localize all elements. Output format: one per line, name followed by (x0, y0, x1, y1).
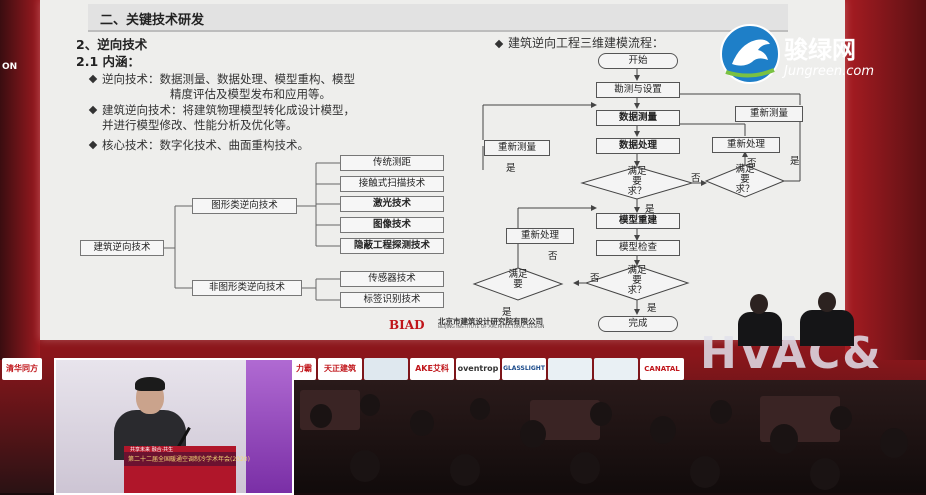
audience-head (450, 454, 480, 486)
subsection-heading: 2.1 内涵： (76, 54, 140, 69)
flow-process-node: 数据处理 (596, 138, 680, 154)
sponsor-logo: oventrop (456, 358, 500, 380)
audience-head (690, 456, 720, 488)
tree-leaf-node: 传感器技术 (340, 271, 444, 287)
bullet-text: 核心技术：数字化技术、曲面重构技术。 (102, 138, 309, 152)
tree-leaf-node: 传统测距 (340, 155, 444, 171)
bullet-text: 建筑逆向技术：将建筑物理模型转化成设计模型， (102, 103, 355, 117)
sponsor-logo: 力霸 (292, 358, 316, 380)
speaker-video-inset: 共享未来 融合·共生 第二十二届全国暖通空调制冷学术年会(2020) (54, 358, 294, 495)
stage-hvac-sign: HVAC& (700, 328, 883, 379)
speaker-hair (135, 377, 165, 391)
flow-decision-label: 满足要 (508, 269, 528, 290)
tree-root-node: 建筑逆向技术 (80, 240, 164, 256)
bullet-text: 逆向技术：数据测量、数据处理、模型重构、模型 (102, 72, 355, 86)
sponsor-logo: GLASSLIGHT (502, 358, 546, 380)
tree-leaf-node: 标签识别技术 (340, 292, 444, 308)
flow-yes-label: 是 (506, 163, 516, 174)
biad-org-name: 北京市建筑设计研究院有限公司 (438, 317, 543, 326)
podium-banner (124, 452, 236, 466)
tree-leaf-node: 图像技术 (340, 217, 444, 233)
flow-no-label: 否 (747, 158, 757, 169)
flow-yes-label: 是 (647, 303, 657, 314)
flow-decision-label: 满足要求？ (735, 164, 755, 195)
sponsor-logo (548, 358, 592, 380)
panelist (738, 312, 782, 346)
podium-banner-text: 第二十二届全国暖通空调制冷学术年会(2020) (128, 456, 250, 463)
watermark-subtitle: Jungreen.com (784, 64, 875, 79)
panelist-head (750, 294, 768, 314)
bullet-text: 精度评估及模型发布和应用等。 (170, 87, 331, 101)
audience-head (770, 424, 798, 454)
sponsor-logo: 天正建筑 (318, 358, 362, 380)
flow-no-label: 否 (691, 173, 701, 184)
bullet-text: 并进行模型修改、性能分析及优化等。 (102, 118, 298, 132)
audience-head (470, 398, 490, 420)
audience-head (810, 458, 840, 490)
biad-org-name-en: BEIJING INSTITUTE OF ARCHITECTURAL DESIG… (438, 325, 545, 330)
section-heading: 2、逆向技术 (76, 37, 148, 52)
tree-leaf-node: 接触式扫描技术 (340, 176, 444, 192)
audience-head (570, 452, 600, 484)
audience-head (410, 410, 434, 436)
audience-head (310, 404, 332, 428)
slide-title-bar (88, 4, 788, 32)
watermark: 骏绿网 Jungreen.com (718, 22, 918, 88)
flow-yes-label: 是 (790, 156, 800, 167)
panelist-head (818, 292, 836, 312)
flow-measure-node: 数据测量 (596, 110, 680, 126)
tree-leaf-node: 激光技术 (340, 196, 444, 212)
sponsor-logo (364, 358, 408, 380)
flow-decision-label: 满足要求？ (627, 265, 647, 296)
flow-remeasure-left-node: 重新测量 (484, 140, 550, 156)
flow-model-rebuild-node: 模型重建 (596, 213, 680, 229)
sponsor-logo: AKE艾科 (410, 358, 454, 380)
flow-remeasure-right-node: 重新测量 (735, 106, 803, 122)
flow-yes-label: 是 (502, 307, 512, 318)
tree-non-graphic-node: 非图形类逆向技术 (192, 280, 302, 296)
audience-head (650, 416, 676, 444)
flow-title: 建筑逆向工程三维建模流程： (508, 36, 665, 50)
flow-start-node: 开始 (598, 53, 678, 69)
flow-no-label: 否 (548, 251, 558, 262)
audience-head (880, 428, 908, 458)
flow-end-node: 完成 (598, 316, 678, 332)
flow-yes-label: 是 (645, 204, 655, 215)
audience-head (350, 450, 380, 482)
audience-head (360, 394, 380, 416)
tree-connectors (162, 162, 340, 301)
sponsor-strip: 清华同方 力霸 天正建筑 AKE艾科 oventrop GLASSLIGHT C… (0, 356, 760, 382)
left-backdrop: ON (0, 0, 40, 360)
inset-backdrop (246, 360, 292, 493)
projection-screen: 二、关键技术研发 2、逆向技术 2.1 内涵： 逆向技术：数据测量、数据处理、模… (40, 0, 845, 340)
biad-logo: BIAD (389, 318, 425, 332)
watermark-logo-icon (720, 24, 780, 84)
tree-graphic-node: 图形类逆向技术 (192, 198, 297, 214)
flow-reprocess-right-node: 重新处理 (712, 137, 780, 153)
flow-connectors (472, 68, 801, 315)
sponsor-logo: CANATAL (640, 358, 684, 380)
podium-slogan: 共享未来 融合·共生 (130, 447, 174, 453)
flow-decision-label: 满足要求？ (627, 166, 647, 197)
audience (290, 380, 926, 493)
watermark-title: 骏绿网 (784, 36, 856, 64)
flow-no-label: 否 (590, 273, 600, 284)
panelist (800, 310, 854, 346)
left-logo-text: ON (2, 62, 18, 72)
flow-model-check-node: 模型检查 (596, 240, 680, 256)
tree-leaf-node: 隐蔽工程探测技术 (340, 238, 444, 254)
sponsor-logo: 清华同方 (2, 358, 42, 380)
flow-reprocess-left-node: 重新处理 (506, 228, 574, 244)
audience-head (830, 406, 852, 430)
audience-head (590, 402, 612, 426)
slide-title: 二、关键技术研发 (100, 13, 205, 28)
right-backdrop (845, 0, 926, 360)
audience-head (710, 400, 732, 424)
flow-survey-node: 勘测与设置 (596, 82, 680, 98)
sponsor-logo (594, 358, 638, 380)
audience-head (520, 420, 546, 448)
